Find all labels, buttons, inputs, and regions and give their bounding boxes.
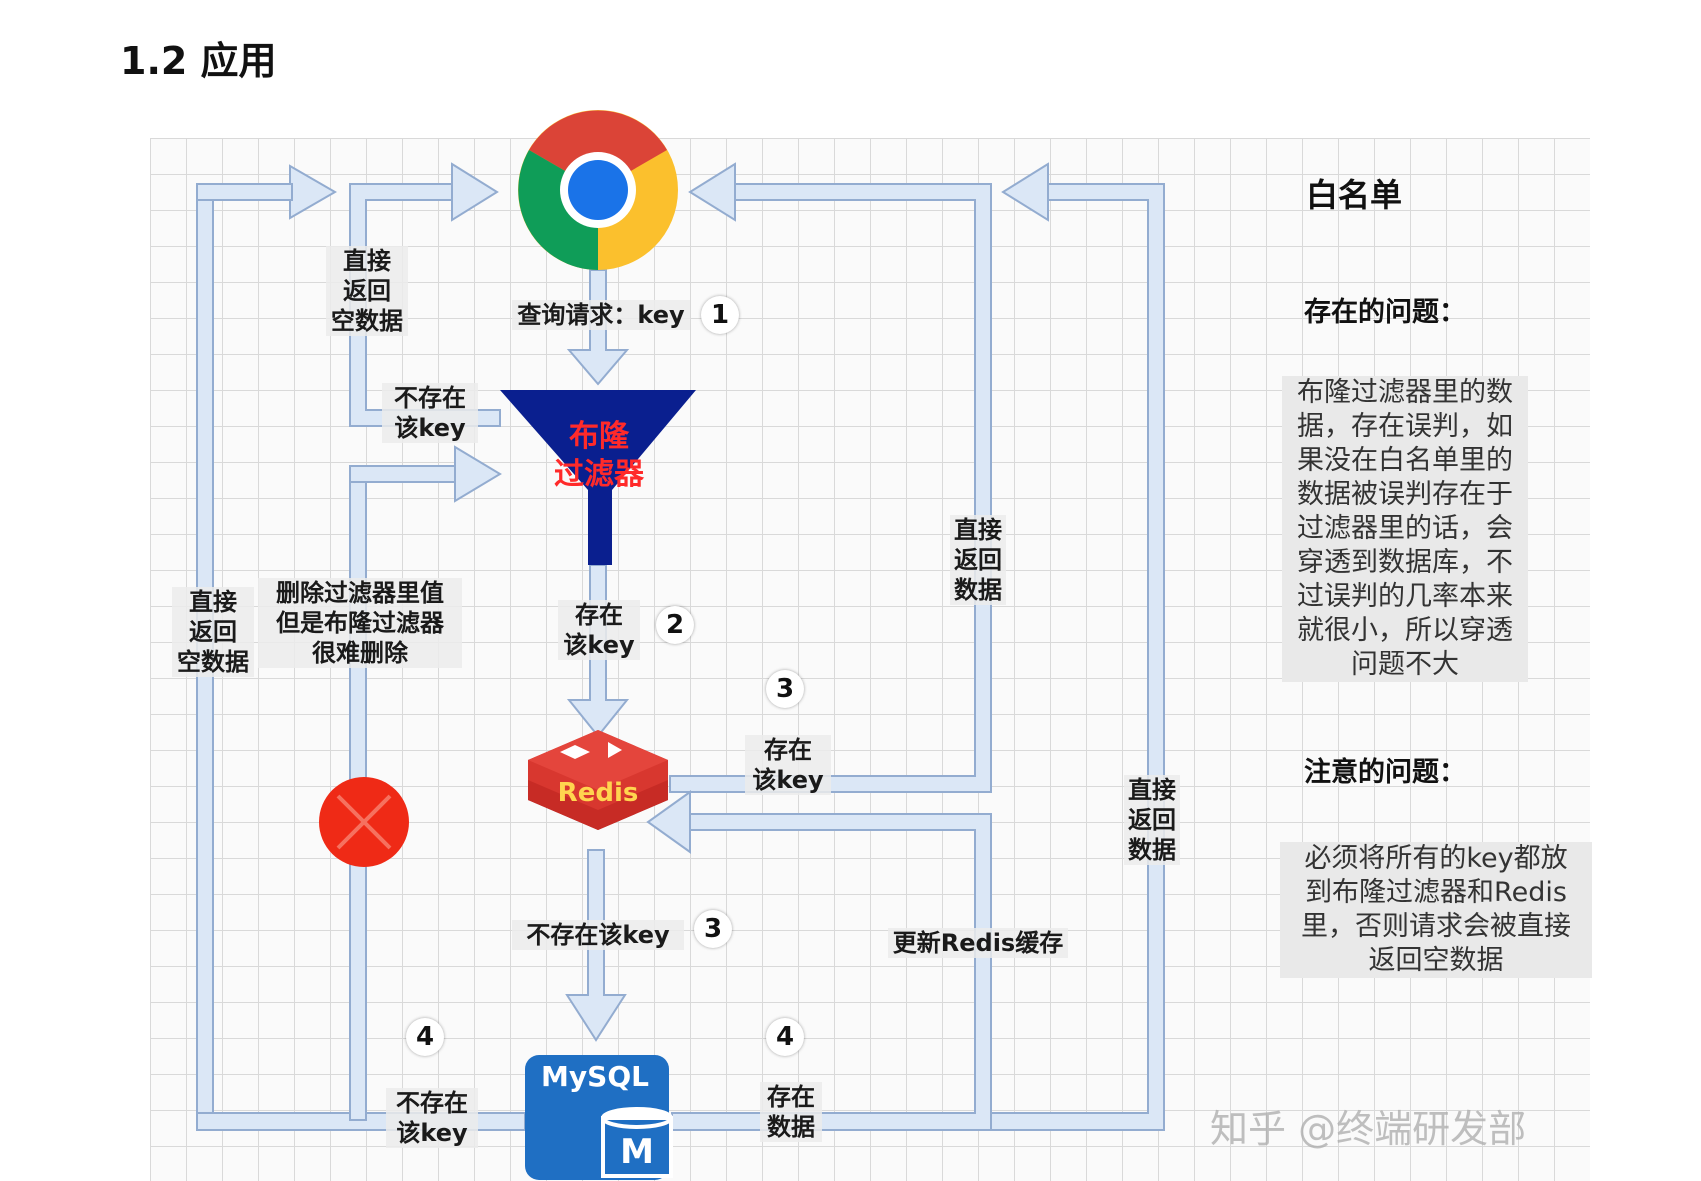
label-exist-key-redis: 存在 该key (745, 735, 831, 795)
label-exist-data-mysql: 存在 数据 (760, 1082, 822, 1142)
redis-logo-text: Redis (557, 778, 639, 808)
mysql-m-text: M (620, 1132, 654, 1172)
redis-icon (528, 730, 668, 830)
step-number-1: 1 (701, 296, 739, 334)
loop-update-redis (671, 813, 992, 1131)
note-heading: 注意的问题： (1304, 757, 1466, 788)
step-number-4b: 4 (766, 1018, 804, 1056)
delete-path-top (349, 465, 456, 483)
whitelist-title: 白名单 (1306, 176, 1403, 214)
loop-left-outer-top (196, 183, 293, 201)
problem-text: 布隆过滤器里的数 据，存在误判，如 果没在白名单里的 数据被误判存在于 过滤器里… (1282, 376, 1528, 682)
label-return-data-mid: 直接 返回 数据 (950, 515, 1006, 605)
label-update-cache: 更新Redis缓存 (888, 928, 1068, 958)
chrome-icon (518, 110, 678, 270)
label-query-request: 查询请求：key (512, 300, 690, 330)
note-text: 必须将所有的key都放 到布隆过滤器和Redis 里，否则请求会被直接 返回空数… (1280, 842, 1592, 978)
label-return-data-right: 直接 返回 数据 (1124, 775, 1180, 865)
label-exist-key-filter: 存在 该key (558, 600, 640, 660)
mysql-icon (525, 1055, 673, 1180)
section-title: 1.2 应用 (120, 39, 277, 83)
step-number-3a: 3 (766, 670, 804, 708)
bloom-filter-label: 布隆 过滤器 (554, 419, 644, 492)
label-not-exist-mysql: 不存在 该key (386, 1088, 478, 1148)
problem-heading: 存在的问题： (1304, 297, 1466, 328)
mysql-logo-text: MySQL (541, 1060, 649, 1093)
loop-left-outer-arrowhead (289, 164, 337, 220)
blocked-cross-icon (319, 777, 409, 867)
label-not-exist-key-redis: 不存在该key (512, 920, 684, 950)
label-delete-note: 删除过滤器里值 但是布隆过滤器 很难删除 (258, 578, 462, 668)
bloom-filter-funnel-icon (500, 390, 696, 565)
label-return-empty-left: 直接 返回 空数据 (172, 587, 254, 677)
loop-redis-exist-arrowhead (688, 162, 736, 222)
step-number-2: 2 (656, 606, 694, 644)
loop-redis-exist (669, 183, 992, 793)
loop-update-redis-arrowhead (646, 790, 691, 854)
watermark: 知乎 @终端研发部 (1210, 1107, 1527, 1151)
step-number-4a: 4 (406, 1018, 444, 1056)
loop-not-exist-filter-arrowhead (451, 162, 499, 222)
step-number-3b: 3 (694, 910, 732, 948)
loop-right-outer-arrowhead (1001, 162, 1049, 222)
loop-right-outer (990, 183, 1165, 1131)
label-return-empty-top: 直接 返回 空数据 (326, 246, 408, 336)
delete-path-arrowhead (454, 445, 502, 503)
label-not-exist-filter: 不存在 该key (382, 383, 478, 443)
